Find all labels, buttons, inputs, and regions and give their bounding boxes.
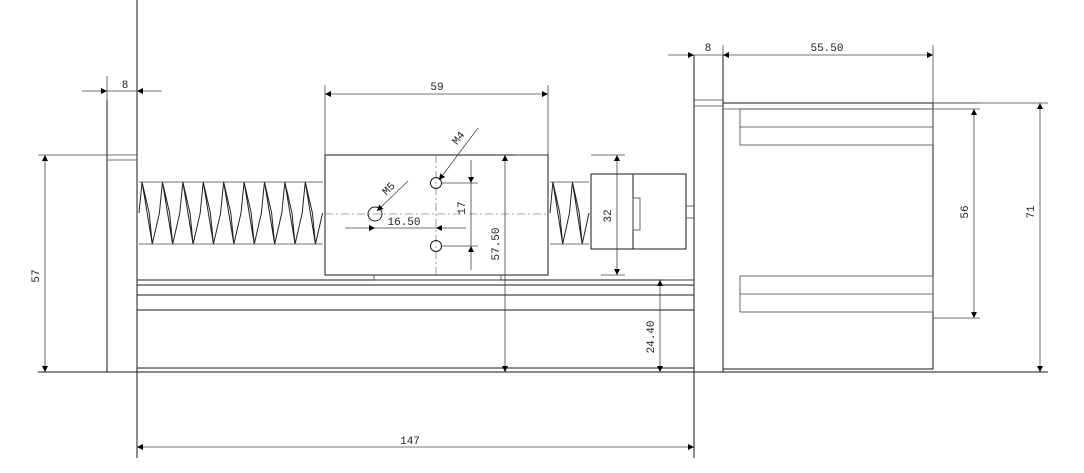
- dimension-lines: [38, 45, 1048, 450]
- motor: [693, 55, 980, 458]
- dim-57-50: 57.50: [491, 227, 503, 260]
- callout-m5: M5: [381, 181, 399, 199]
- dim-55-50: 55.50: [810, 43, 843, 55]
- thread-profile: [138, 181, 324, 245]
- dim-8-left: 8: [122, 80, 129, 92]
- dim-57: 57: [31, 269, 43, 282]
- left-end-plate: [106, 0, 138, 458]
- coupling: [590, 173, 694, 250]
- dim-24-40: 24.40: [646, 320, 658, 353]
- dim-59: 59: [430, 82, 443, 94]
- lead-screw-left: [138, 181, 324, 245]
- dim-71: 71: [1026, 205, 1038, 219]
- dim-8-motor: 8: [705, 43, 712, 55]
- carriage: [324, 154, 549, 281]
- dim-32: 32: [603, 209, 615, 222]
- lead-screw-right: [549, 181, 590, 245]
- dim-16-50: 16.50: [387, 217, 420, 229]
- dim-56: 56: [960, 205, 972, 218]
- thread-profile: [549, 181, 590, 245]
- m5-hole: [367, 206, 383, 222]
- dim-17: 17: [457, 201, 469, 214]
- dimension-labels: 8 59 8 55.50 147 57 57.50 32 24.40 56 71…: [31, 43, 1038, 448]
- dim-147: 147: [400, 436, 420, 448]
